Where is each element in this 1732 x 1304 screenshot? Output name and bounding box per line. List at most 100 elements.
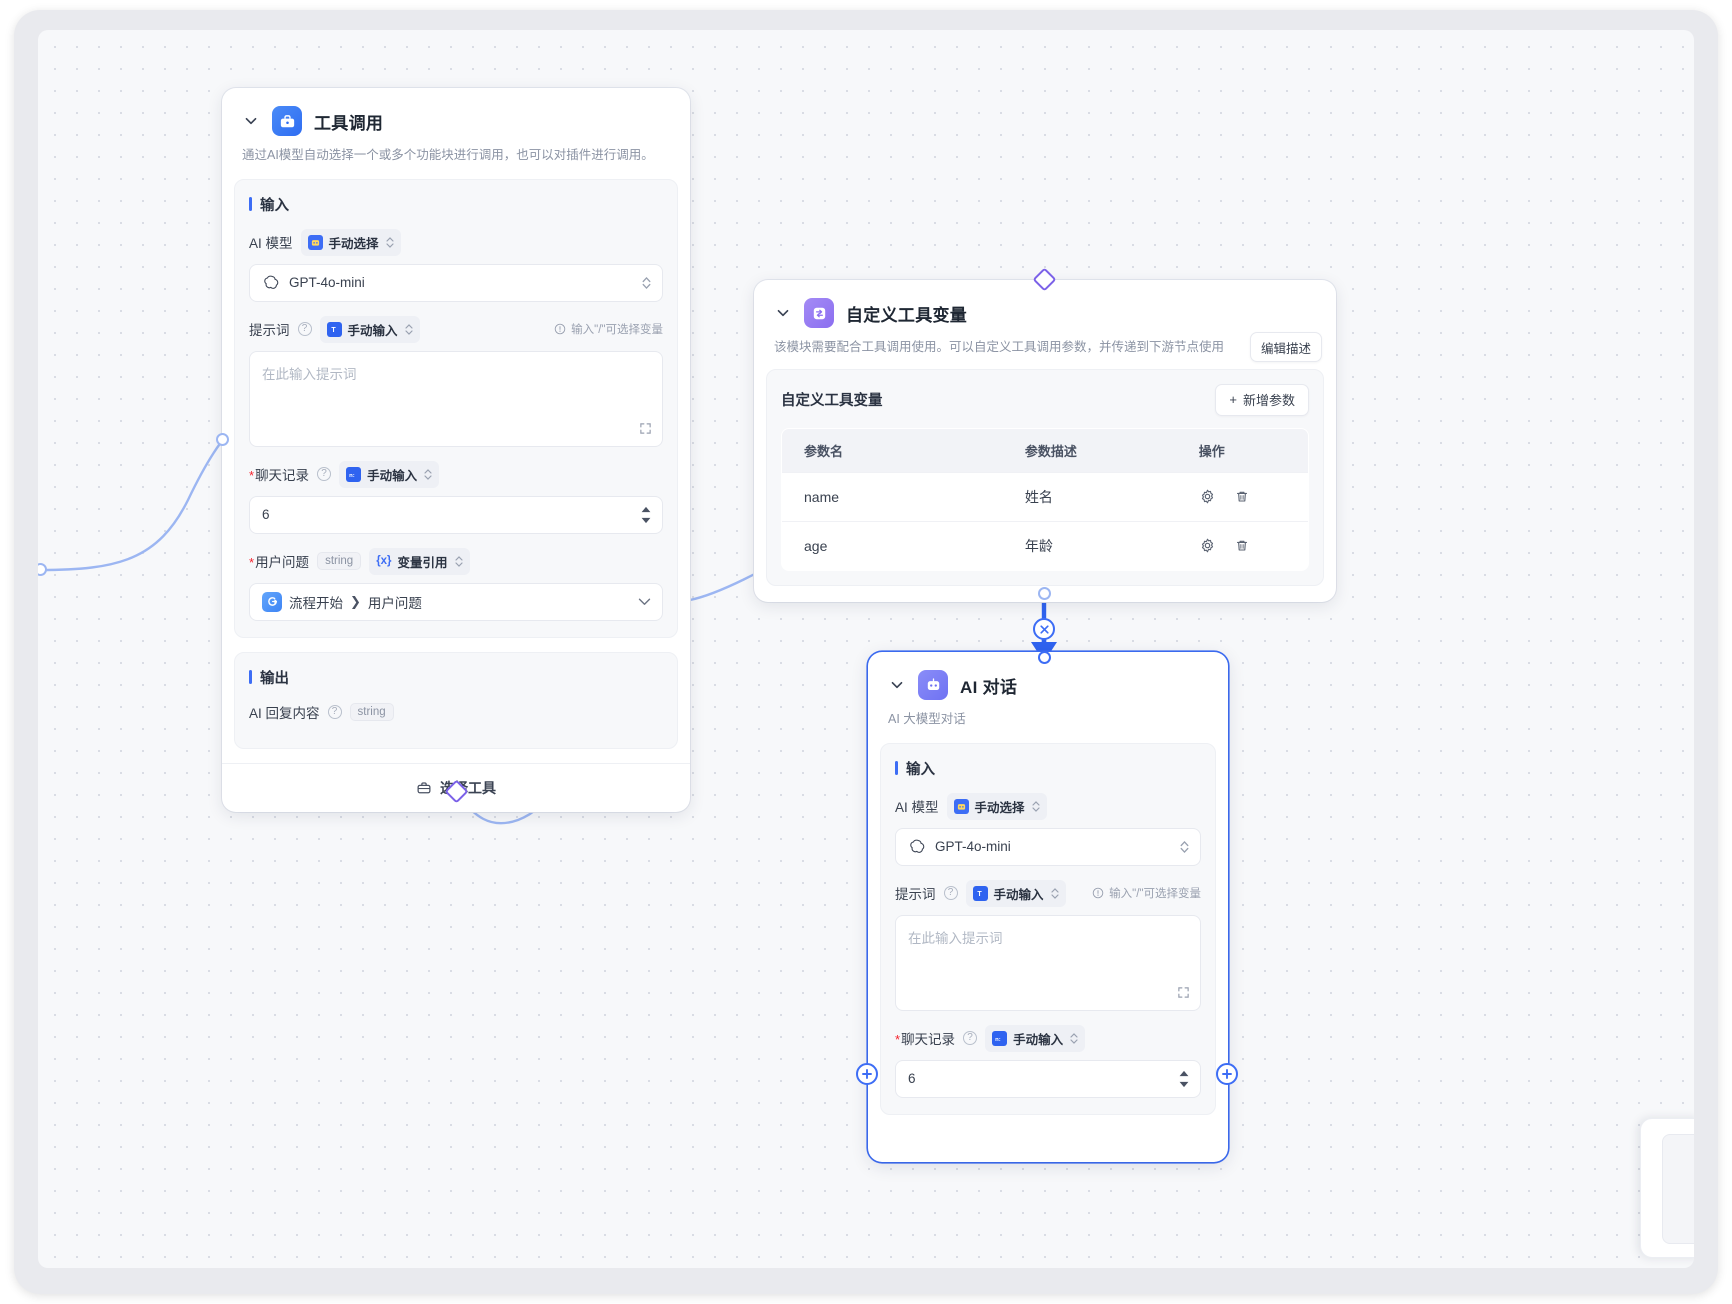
robot-square-icon — [918, 670, 948, 700]
gear-icon[interactable] — [1199, 488, 1216, 505]
parameters-table: 参数名 参数描述 操作 name 姓名 — [781, 427, 1309, 571]
workflow-canvas[interactable]: 工具调用 通过AI模型自动选择一个或多个功能块进行调用，也可以对插件进行调用。 … — [38, 30, 1694, 1268]
delete-edge-icon[interactable] — [1033, 618, 1055, 640]
ai-model-mode-select[interactable]: 手动选择 — [946, 792, 1047, 820]
right-side-panel-inner[interactable] — [1662, 1134, 1694, 1244]
field-chat-history: *聊天记录 ? n: 手动输入 — [249, 460, 663, 534]
row-operations — [1199, 488, 1286, 505]
chevron-updown-icon — [454, 555, 463, 567]
chat-history-mode-select[interactable]: n: 手动输入 — [339, 460, 440, 488]
chevron-updown-icon[interactable] — [1180, 840, 1189, 853]
help-icon[interactable]: ? — [963, 1031, 978, 1046]
ai-model-value-select[interactable]: GPT-4o-mini — [895, 827, 1201, 866]
ai-model-mode-label: 手动选择 — [328, 236, 379, 251]
output-type-chip: string — [349, 702, 394, 721]
chevron-down-icon[interactable] — [638, 597, 651, 606]
number-icon: n: — [992, 1030, 1008, 1046]
trash-icon[interactable] — [1234, 489, 1250, 505]
table-row[interactable]: name 姓名 — [782, 471, 1308, 522]
ai-chat-left-add-handle[interactable] — [856, 1063, 878, 1085]
prompt-textarea[interactable]: 在此输入提示词 — [249, 350, 663, 447]
ai-model-value-select[interactable]: GPT-4o-mini — [249, 263, 663, 302]
output-section-title: 输出 — [249, 667, 663, 688]
user-question-ref-select[interactable]: 流程开始 ❯ 用户问题 — [249, 582, 663, 621]
expand-icon[interactable] — [1177, 986, 1190, 1002]
chevron-down-icon[interactable] — [774, 304, 792, 322]
table-header-row: 参数名 参数描述 操作 — [782, 428, 1308, 473]
prompt-placeholder: 在此输入提示词 — [262, 366, 357, 382]
edit-description-button[interactable]: 编辑描述 — [1249, 332, 1322, 362]
chat-history-input[interactable]: 6 — [249, 495, 663, 534]
number-stepper[interactable] — [640, 505, 652, 524]
trash-icon[interactable] — [1234, 538, 1250, 554]
help-icon[interactable]: ? — [327, 704, 342, 719]
gear-icon[interactable] — [1199, 537, 1216, 554]
ref-field-label: 用户问题 — [367, 595, 422, 611]
prompt-mode-select[interactable]: T 手动输入 — [319, 315, 420, 343]
chevron-down-icon[interactable] — [242, 112, 260, 130]
chevron-updown-icon — [1031, 800, 1040, 812]
help-icon[interactable]: ? — [943, 886, 958, 901]
chat-history-mode-select[interactable]: n: 手动输入 — [985, 1024, 1086, 1052]
text-icon: T — [326, 321, 342, 337]
chevron-down-icon[interactable] — [888, 676, 906, 694]
tool-call-input-port[interactable] — [216, 433, 229, 446]
node-ai-chat[interactable]: AI 对话 AI 大模型对话 输入 AI 模型 — [868, 652, 1228, 1162]
prompt-mode-label: 手动输入 — [347, 323, 398, 338]
ai-model-mode-select[interactable]: 手动选择 — [300, 228, 401, 256]
node-header: 工具调用 通过AI模型自动选择一个或多个功能块进行调用，也可以对插件进行调用。 — [222, 88, 690, 165]
column-param-name: 参数名 — [782, 428, 1003, 473]
chevron-updown-icon — [1070, 1032, 1078, 1044]
chat-history-value: 6 — [262, 507, 270, 523]
ai-chat-input-port[interactable] — [1038, 651, 1051, 664]
chat-history-label: *聊天记录 — [895, 1032, 956, 1048]
plus-icon: + — [1229, 392, 1237, 408]
chevron-updown-icon — [1050, 887, 1059, 899]
add-parameter-button[interactable]: + 新增参数 — [1215, 383, 1309, 416]
chevron-updown-icon[interactable] — [642, 276, 651, 289]
required-marker: * — [249, 555, 255, 571]
ref-source-label: 流程开始 — [289, 595, 343, 611]
node-description: AI 大模型对话 — [888, 712, 966, 726]
help-icon[interactable]: ? — [317, 467, 332, 482]
row-operations — [1199, 537, 1286, 554]
chat-history-input[interactable]: 6 — [895, 1059, 1201, 1098]
ai-chat-right-add-handle[interactable] — [1216, 1063, 1238, 1085]
prompt-mode-select[interactable]: T 手动输入 — [965, 879, 1066, 907]
number-icon: n: — [346, 466, 362, 482]
node-header: AI 对话 AI 大模型对话 — [868, 652, 1228, 729]
variable-breadcrumb: 流程开始 ❯ 用户问题 — [262, 591, 422, 612]
field-chat-history: *聊天记录 ? n: 手动输入 — [895, 1024, 1201, 1098]
node-title: 自定义工具变量 — [846, 305, 968, 325]
prompt-placeholder: 在此输入提示词 — [908, 930, 1003, 946]
output-row: AI 回复内容 ? string — [249, 702, 663, 722]
node-header: 自定义工具变量 该模块需要配合工具调用使用。可以自定义工具调用参数，并传递到下游… — [754, 280, 1336, 357]
custom-tool-var-output-port[interactable] — [1038, 587, 1051, 600]
user-question-mode-select[interactable]: {x} 变量引用 — [369, 547, 470, 575]
toolbox-icon — [272, 106, 302, 136]
svg-text:T: T — [331, 327, 336, 334]
table-row[interactable]: age 年龄 — [782, 520, 1308, 570]
prompt-textarea[interactable]: 在此输入提示词 — [895, 914, 1201, 1011]
node-custom-tool-variable[interactable]: 自定义工具变量 该模块需要配合工具调用使用。可以自定义工具调用参数，并传递到下游… — [754, 280, 1336, 602]
chevron-updown-icon — [385, 236, 394, 248]
chevron-updown-icon — [424, 468, 432, 480]
field-prompt: 提示词 ? T 手动输入 — [895, 879, 1201, 1011]
node-description: 通过AI模型自动选择一个或多个功能块进行调用，也可以对插件进行调用。 — [242, 148, 654, 162]
number-stepper[interactable] — [1178, 1069, 1190, 1088]
expand-icon[interactable] — [639, 422, 652, 438]
input-section: 输入 AI 模型 手 — [880, 742, 1216, 1115]
ai-model-label: AI 模型 — [895, 800, 939, 816]
prompt-hint-text: 输入"/"可选择变量 — [571, 324, 663, 337]
info-icon — [1092, 887, 1104, 899]
help-icon[interactable]: ? — [297, 322, 312, 337]
required-marker: * — [895, 1032, 901, 1048]
ai-model-value: GPT-4o-mini — [289, 275, 365, 291]
user-question-type-chip: string — [317, 552, 362, 571]
ai-model-label: AI 模型 — [249, 236, 293, 252]
field-ai-model: AI 模型 手动选择 — [895, 792, 1201, 866]
chat-history-mode-label: 手动输入 — [367, 468, 418, 483]
node-tool-call[interactable]: 工具调用 通过AI模型自动选择一个或多个功能块进行调用，也可以对插件进行调用。 … — [222, 88, 690, 812]
prompt-hint: 输入"/"可选择变量 — [554, 321, 663, 337]
